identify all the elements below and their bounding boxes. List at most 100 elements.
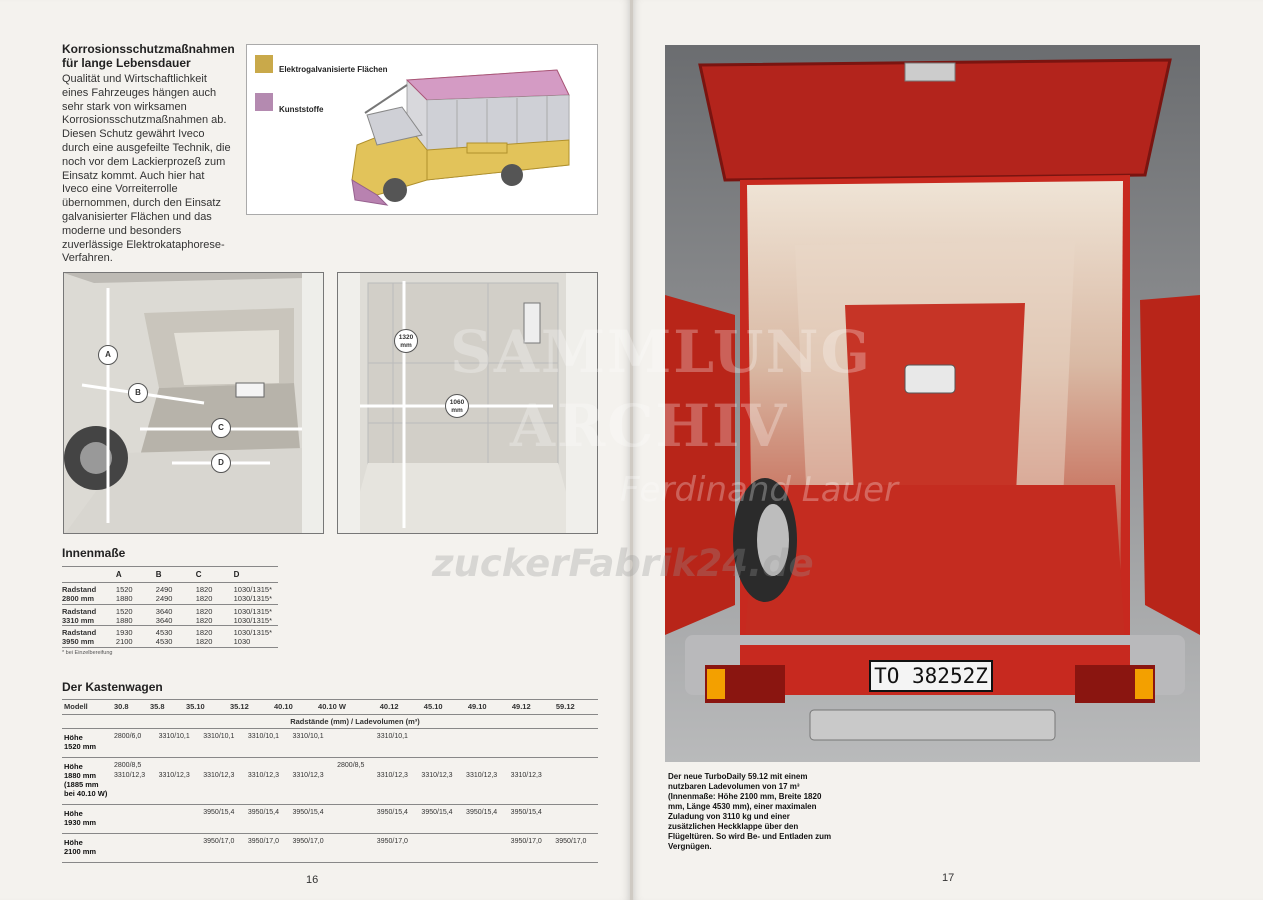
table-cell [335,804,375,834]
table-cell: 3310/12,3 [419,757,465,805]
corrosion-diagram: Elektrogalvanisierte Flächen Kunststoffe [246,44,598,215]
table-cell: 3950/17,0 [374,833,420,862]
col-d-header: D [233,570,240,579]
interior-photo-abcd: A B C D [63,272,324,534]
marker-b: B [128,383,148,403]
table-cell: 3310/12,3 [156,757,202,805]
photo-caption: Der neue TurboDaily 59.12 mit einem nutz… [668,772,832,851]
table-cell: 3950/15,4 [374,804,420,834]
table-cell: 3310/12,3 [464,757,509,805]
kastenwagen-title: Der Kastenwagen [62,680,163,694]
legend-galvanized: Elektrogalvanisierte Flächen [279,65,388,74]
table-cell: 3310/10,1 [245,728,291,758]
table-cell: 3950/15,4 [201,804,246,834]
table-cell [553,728,598,758]
table-cell [335,833,375,862]
watermark-line2: ARCHIV [510,392,789,460]
table-cell [419,728,465,758]
watermark-line4: zuckerFabrik24.de [432,542,814,585]
table-cell: 3310/10,1 [290,728,336,758]
table-cell: 3950/17,0 [290,833,336,862]
table-cell [335,728,375,758]
table-cell [553,804,598,834]
table-cell [156,833,202,862]
table-cell: 3310/10,1 [201,728,246,758]
van-cutaway-illustration [351,69,570,206]
table-cell [112,833,157,862]
watermark-line1: SAMMLUNG [450,318,873,386]
innenmasse-title: Innenmaße [62,546,126,560]
innenmasse-footnote: * bei Einzelbereifung [62,647,278,656]
table-cell: 3950/15,4 [245,804,291,834]
rear-interior-image [338,273,597,533]
table-cell: 3950/15,4 [508,804,554,834]
table-cell [156,804,202,834]
subheader-row: Radstände (mm) / Ladevolumen (m³) [62,713,598,728]
table-cell: 3950/17,0 [245,833,291,862]
table-cell: 3950/17,0 [508,833,554,862]
van-rear-image [665,45,1200,762]
col-a-header: A [115,570,122,579]
table-cell [112,804,157,834]
page-number-left: 16 [306,874,319,886]
table-cell: 3310/10,1 [156,728,202,758]
table-cell: 3310/12,3 [201,757,246,805]
table-cell: 3950/15,4 [290,804,336,834]
table-cell [464,728,509,758]
table-cell [464,833,509,862]
body-text: Qualität und Wirtschaftlichkeit eines Fa… [62,73,231,265]
van-rear-photo: TO 38252Z [665,45,1200,762]
plastics-swatch [255,93,273,111]
col-b-header: B [155,570,162,579]
table-cell: 3310/10,1 [374,728,420,758]
galvanized-swatch [255,55,273,73]
table-cell [508,728,554,758]
license-plate: TO 38252Z [874,664,988,688]
table-cell: 3310/12,3 [508,757,554,805]
table-cell: 3950/17,0 [553,833,598,862]
section-heading: Korrosionsschutzmaßnahmen für lange Lebe… [62,42,235,70]
watermark-line3: Ferdinand Lauer [620,470,899,510]
table-cell: 3310/12,3 [374,757,420,805]
table-cell [553,757,598,805]
table-cell [419,833,465,862]
table-cell: 3310/12,3 [245,757,291,805]
book-binding [630,0,633,900]
table-cell: 2800/6,0 [112,728,157,758]
marker-d: D [211,453,231,473]
table-cell: 3950/17,0 [201,833,246,862]
col-c-header: C [195,570,202,579]
legend-plastics: Kunststoffe [279,105,324,114]
table-cell: 2800/8,5 [335,757,375,805]
table-cell: 3950/15,4 [464,804,509,834]
table-cell: 3950/15,4 [419,804,465,834]
interior-photo-image [64,273,323,533]
page-number-right: 17 [942,872,955,884]
table-cell: 3310/12,3 [290,757,336,805]
marker-a: A [98,345,118,365]
